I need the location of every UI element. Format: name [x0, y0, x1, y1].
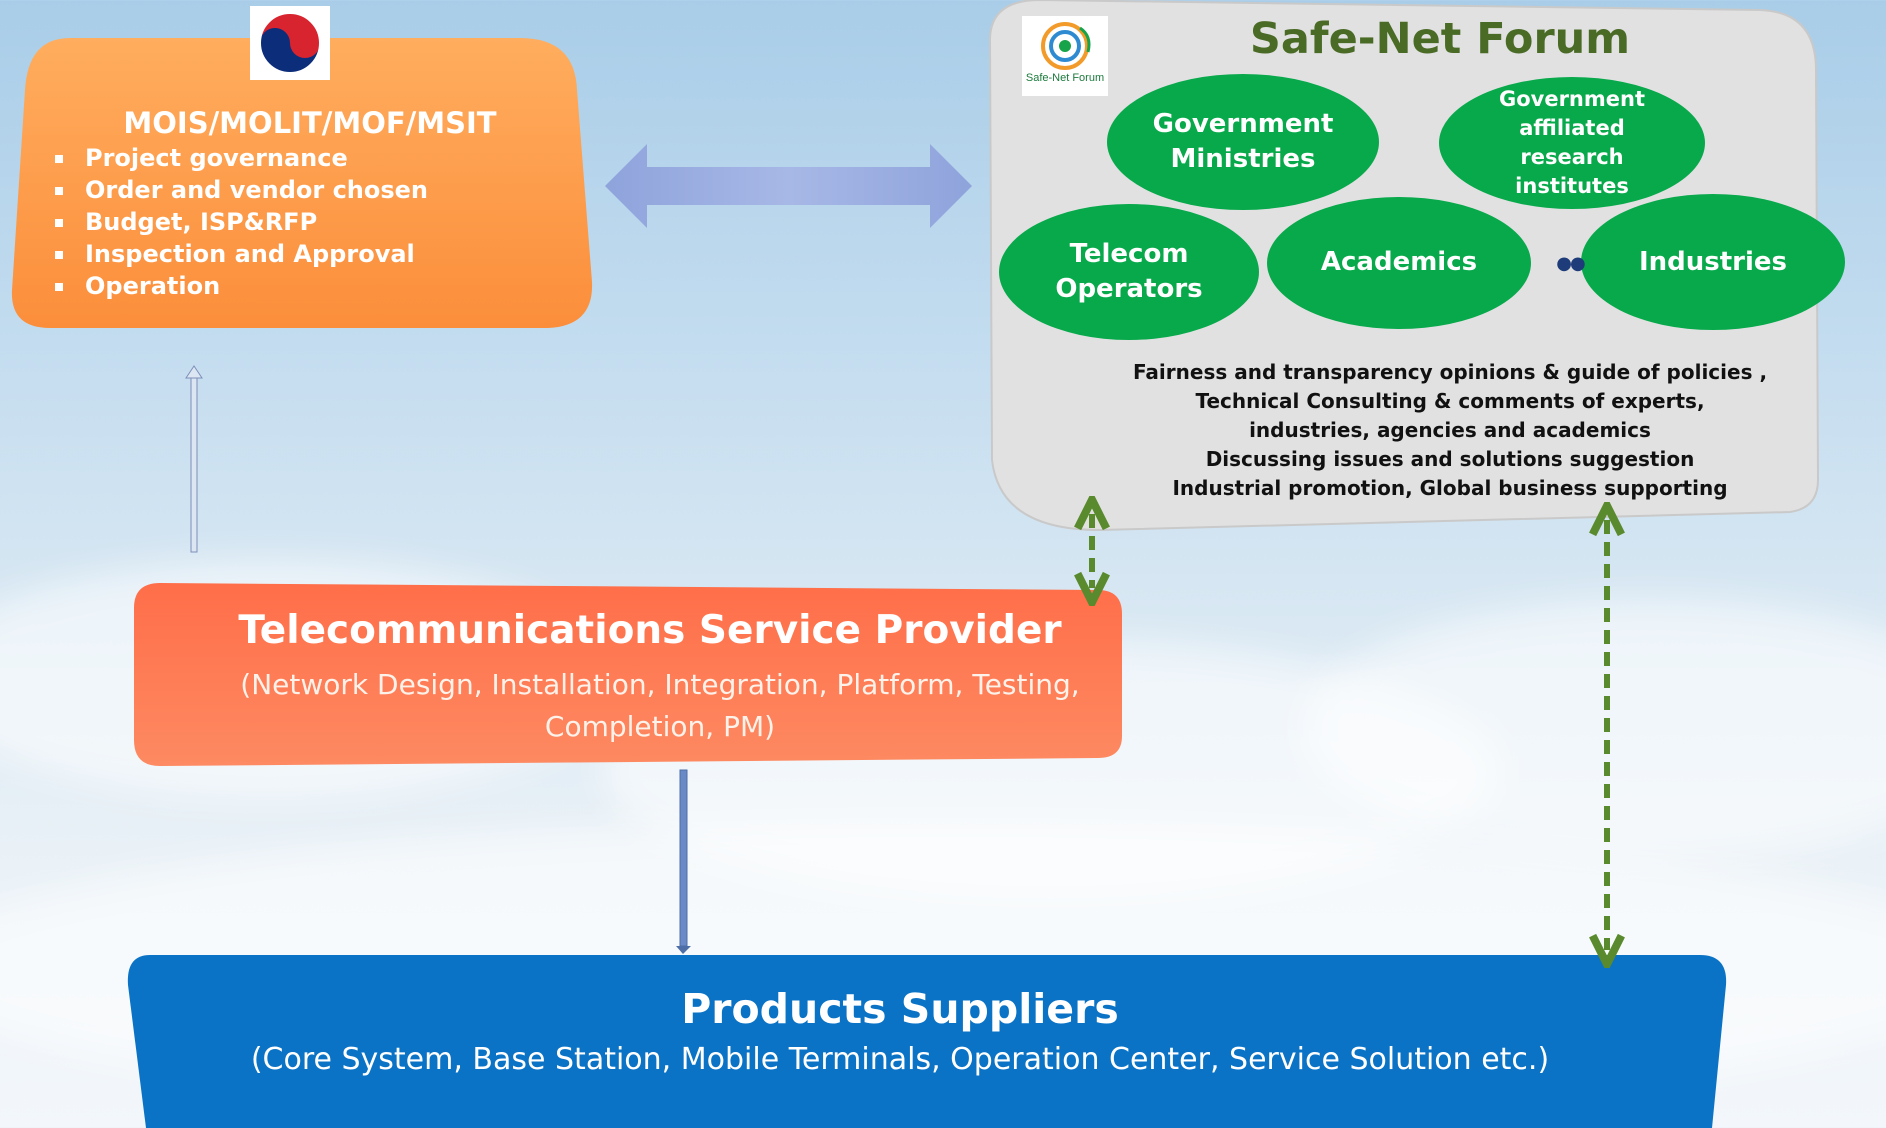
member-ellipse-gov-ministries	[1107, 74, 1379, 210]
member-label-academics: Academics	[1320, 247, 1478, 277]
forum-note: Fairness and transparency opinions & gui…	[1132, 360, 1768, 384]
provider-box	[134, 583, 1122, 766]
government-list-item: Operation	[55, 270, 428, 302]
up-arrow	[185, 365, 203, 553]
bullet-icon	[55, 251, 63, 259]
more-ellipsis-icon: ●●	[1556, 252, 1585, 274]
government-item-label: Operation	[85, 272, 221, 300]
safenet-forum-logo-icon: Safe-Net Forum	[1022, 16, 1108, 96]
bullet-icon	[55, 283, 63, 291]
government-list-item: Order and vendor chosen	[55, 174, 428, 206]
bullet-icon	[55, 155, 63, 163]
government-list-item: Project governance	[55, 142, 428, 174]
forum-notes: Fairness and transparency opinions & gui…	[1120, 358, 1780, 503]
provider-title: Telecommunications Service Provider	[238, 608, 1062, 653]
member-label-research: Government affiliated research institute…	[1498, 87, 1645, 198]
member-label-industries: Industries	[1638, 247, 1788, 277]
forum-note: Discussing issues and solutions suggesti…	[1205, 447, 1695, 471]
suppliers-title: Products Suppliers	[681, 985, 1119, 1033]
government-box	[11, 38, 593, 328]
government-item-label: Project governance	[85, 144, 348, 172]
government-list-item: Inspection and Approval	[55, 238, 428, 270]
forum-note: industries, agencies and academics	[1249, 418, 1651, 442]
government-item-label: Inspection and Approval	[85, 240, 415, 268]
forum-note: Technical Consulting & comments of exper…	[1195, 389, 1705, 413]
member-label-telecom: Telecom Operators	[1055, 239, 1203, 304]
member-label-gov-ministries: Government Ministries	[1152, 109, 1334, 174]
government-item-label: Order and vendor chosen	[85, 176, 429, 204]
government-item-label: Budget, ISP&RFP	[85, 208, 318, 236]
suppliers-box	[127, 955, 1727, 1128]
suppliers-subtitle: (Core System, Base Station, Mobile Termi…	[250, 1042, 1550, 1077]
forum-title: Safe-Net Forum	[1249, 14, 1631, 64]
government-title: MOIS/MOLIT/MOF/MSIT	[123, 106, 497, 140]
member-ellipse-industries	[1581, 194, 1845, 330]
bullet-icon	[55, 187, 63, 195]
provider-subtitle: (Network Design, Installation, Integrati…	[240, 668, 1080, 743]
double-arrow	[605, 144, 972, 228]
member-ellipse-telecom	[999, 204, 1259, 340]
bullet-icon	[55, 219, 63, 227]
government-list-item: Budget, ISP&RFP	[55, 206, 428, 238]
government-list: Project governance Order and vendor chos…	[55, 142, 428, 302]
down-arrow	[676, 769, 691, 954]
forum-note: Industrial promotion, Global business su…	[1172, 476, 1728, 500]
government-emblem-icon	[250, 6, 330, 80]
member-ellipse-academics	[1267, 197, 1531, 329]
member-ellipse-research	[1439, 77, 1705, 209]
forum-logo-text: Safe-Net Forum	[1025, 72, 1105, 84]
